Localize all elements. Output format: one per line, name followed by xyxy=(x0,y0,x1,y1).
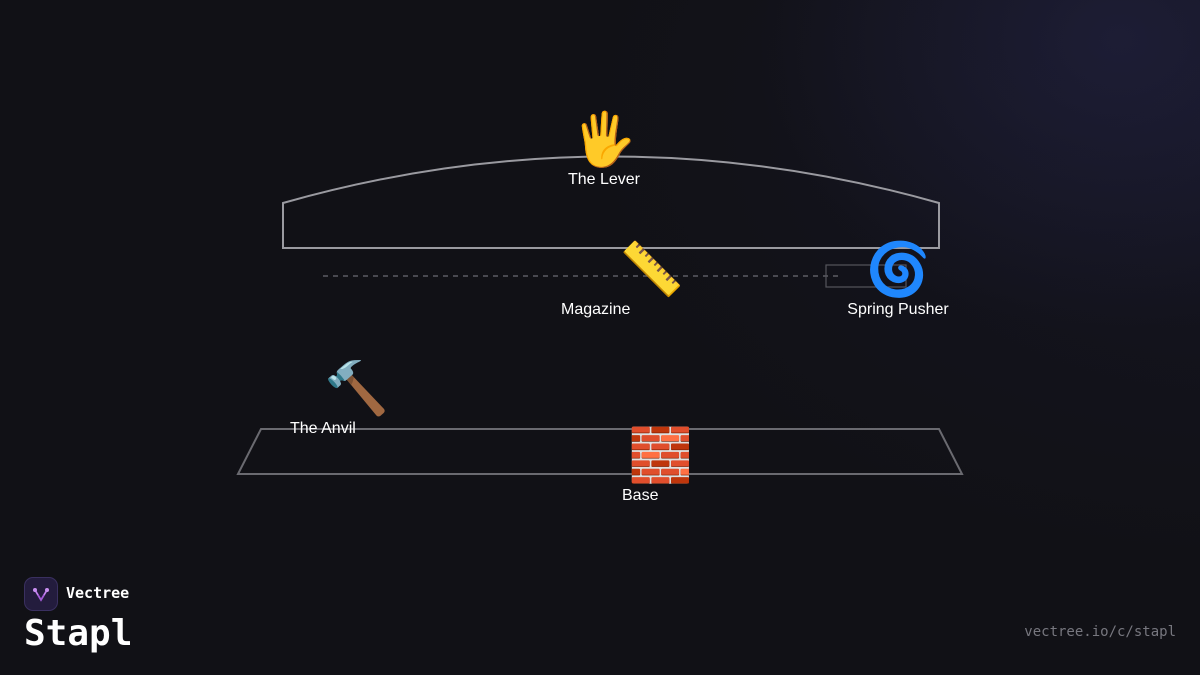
brick-icon: 🧱 xyxy=(628,427,693,485)
part-label-magazine: Magazine xyxy=(561,301,631,318)
lever-outline xyxy=(282,155,940,249)
part-magazine: 📏 Magazine xyxy=(545,240,684,320)
product-title: Stapl xyxy=(24,613,133,654)
part-label-spring: Spring Pusher xyxy=(847,301,949,318)
vectree-logo-icon xyxy=(24,577,58,611)
part-label-anvil: The Anvil xyxy=(290,420,356,437)
part-label-lever: The Lever xyxy=(567,171,641,188)
hand-icon: 🖐️ xyxy=(571,111,637,169)
spiral-icon: 🌀 xyxy=(865,241,931,299)
part-lever: 🖐️ The Lever xyxy=(546,110,662,190)
source-url: vectree.io/c/stapl xyxy=(1024,624,1176,640)
company-name: Vectree xyxy=(66,584,130,602)
logo-mark xyxy=(33,588,49,602)
ruler-icon: 📏 xyxy=(619,241,684,299)
hammer-icon: 🔨 xyxy=(324,360,389,418)
part-base: 🧱 Base xyxy=(600,426,710,506)
part-label-base: Base xyxy=(622,487,659,504)
spring-housing xyxy=(825,264,907,288)
base-outline xyxy=(236,428,964,475)
part-anvil: 🔨 The Anvil xyxy=(282,359,392,439)
part-spring: 🌀 Spring Pusher xyxy=(838,240,958,320)
